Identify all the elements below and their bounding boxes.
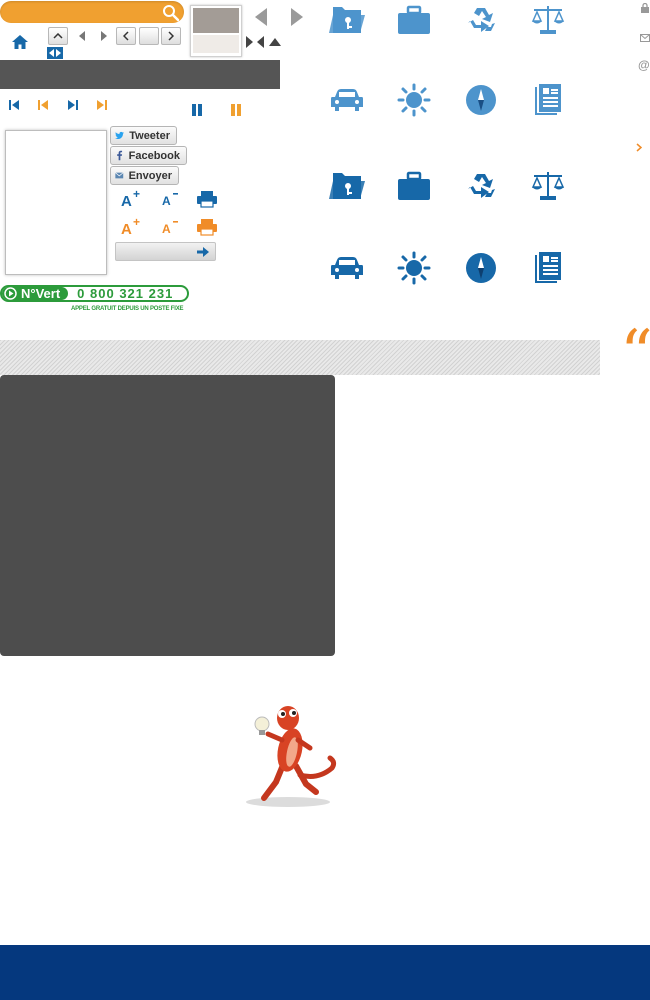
next-arrow-icon[interactable] bbox=[290, 8, 304, 31]
print-icon[interactable] bbox=[194, 189, 220, 209]
email-label: Envoyer bbox=[128, 169, 172, 182]
home-icon[interactable] bbox=[12, 35, 28, 54]
font-decrease-alt-icon[interactable]: A bbox=[158, 217, 184, 237]
quote-mark-icon: “ bbox=[620, 317, 650, 391]
svg-text:A: A bbox=[162, 194, 171, 208]
numero-vert-text: N°Vert bbox=[21, 286, 61, 301]
pause-alt-icon[interactable] bbox=[228, 103, 244, 117]
gecko-mascot-image bbox=[238, 700, 338, 820]
skip-back-alt-icon[interactable] bbox=[35, 98, 51, 112]
striped-banner bbox=[0, 340, 600, 375]
go-button[interactable] bbox=[115, 242, 216, 261]
twitter-icon bbox=[115, 131, 124, 140]
resize-horizontal-icon[interactable] bbox=[47, 46, 63, 64]
search-input[interactable] bbox=[8, 3, 162, 23]
play-circle-icon bbox=[4, 287, 17, 300]
pause-icon[interactable] bbox=[189, 103, 205, 117]
content-panel bbox=[5, 130, 107, 275]
compass-icon[interactable] bbox=[461, 80, 501, 120]
left-small-arrow-icon[interactable] bbox=[74, 28, 90, 44]
briefcase-icon[interactable] bbox=[394, 166, 434, 206]
mail-icon[interactable] bbox=[640, 29, 650, 47]
right-small-arrow-icon[interactable] bbox=[96, 28, 112, 44]
facebook-label: Facebook bbox=[128, 149, 180, 162]
prev-page-button[interactable] bbox=[116, 27, 136, 45]
font-increase-alt-icon[interactable]: A+ bbox=[119, 217, 145, 237]
email-button[interactable]: Envoyer bbox=[110, 166, 179, 185]
search-bar bbox=[0, 1, 184, 23]
numero-vert-badge[interactable]: N°Vert 0 800 321 231 bbox=[0, 285, 189, 302]
folder-key-icon[interactable] bbox=[327, 0, 367, 40]
font-increase-icon[interactable]: A+ bbox=[119, 189, 145, 209]
chevron-right-icon[interactable] bbox=[636, 139, 643, 157]
tweet-button[interactable]: Tweeter bbox=[110, 126, 177, 145]
lock-icon[interactable] bbox=[640, 0, 650, 18]
svg-text:A: A bbox=[121, 221, 132, 237]
skip-forward-alt-icon[interactable] bbox=[94, 98, 110, 112]
next-page-button[interactable] bbox=[161, 27, 181, 45]
svg-text:+: + bbox=[133, 217, 140, 229]
thumbnail-preview[interactable] bbox=[190, 5, 242, 57]
tweet-label: Tweeter bbox=[129, 129, 170, 142]
skip-forward-icon[interactable] bbox=[65, 98, 81, 112]
facebook-button[interactable]: Facebook bbox=[110, 146, 187, 165]
car-icon[interactable] bbox=[327, 80, 367, 120]
sun-icon[interactable] bbox=[394, 248, 434, 288]
svg-text:+: + bbox=[133, 189, 140, 201]
footer-bar bbox=[0, 945, 650, 1000]
recycle-icon[interactable] bbox=[461, 0, 501, 40]
numero-vert-caption: APPEL GRATUIT DEPUIS UN POSTE FIXE bbox=[71, 306, 184, 312]
folder-key-icon[interactable] bbox=[327, 166, 367, 206]
arrow-right-icon bbox=[197, 247, 209, 257]
documents-icon[interactable] bbox=[528, 80, 568, 120]
gray-toolbar bbox=[0, 60, 280, 89]
recycle-icon[interactable] bbox=[461, 166, 501, 206]
scales-icon[interactable] bbox=[528, 0, 568, 40]
previous-arrow-icon[interactable] bbox=[254, 8, 268, 31]
facebook-icon bbox=[117, 150, 123, 161]
print-alt-icon[interactable] bbox=[194, 217, 220, 237]
scroll-up-button[interactable] bbox=[48, 27, 68, 45]
svg-text:A: A bbox=[162, 222, 171, 236]
skip-back-icon[interactable] bbox=[6, 98, 22, 112]
email-icon bbox=[115, 172, 124, 179]
search-icon[interactable] bbox=[162, 4, 180, 22]
car-icon[interactable] bbox=[327, 248, 367, 288]
scales-icon[interactable] bbox=[528, 166, 568, 206]
page-indicator[interactable] bbox=[139, 27, 159, 45]
phone-number: 0 800 321 231 bbox=[77, 286, 174, 301]
numero-vert-label: N°Vert bbox=[2, 286, 69, 301]
dark-content-panel bbox=[0, 375, 335, 656]
briefcase-icon[interactable] bbox=[394, 0, 434, 40]
sun-icon[interactable] bbox=[394, 80, 434, 120]
compass-icon[interactable] bbox=[461, 248, 501, 288]
documents-icon[interactable] bbox=[528, 248, 568, 288]
collapse-arrows-icon[interactable] bbox=[245, 35, 281, 54]
svg-text:A: A bbox=[121, 193, 132, 209]
at-sign-icon[interactable]: @ bbox=[638, 58, 650, 72]
font-decrease-icon[interactable]: A bbox=[158, 189, 184, 209]
